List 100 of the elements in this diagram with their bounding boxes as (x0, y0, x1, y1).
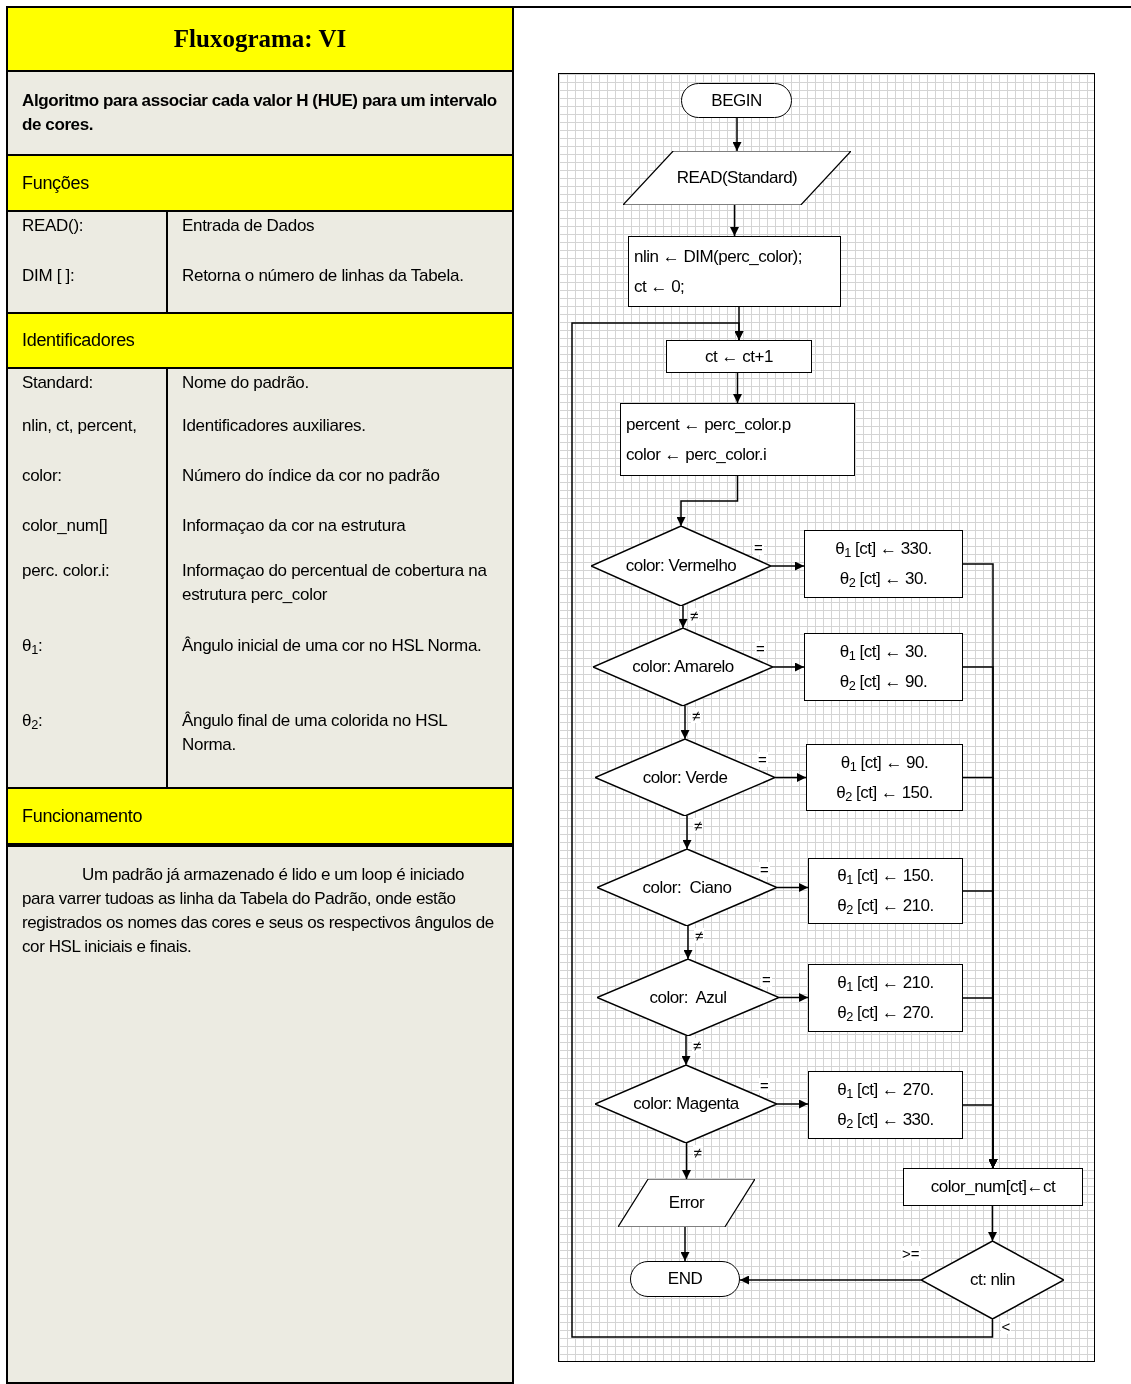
node-text: θ$_{1}$ [ct] ← 150. (837, 865, 934, 890)
edge-label: = (753, 540, 764, 555)
node-text: color ← perc_color.i (626, 443, 767, 466)
terminal-pill (681, 83, 792, 118)
definition-text: Ângulo inicial de uma cor no HSL Norma. (182, 636, 482, 655)
process-box (666, 340, 812, 373)
node-text: nlin ← DIM(perc_color); (634, 245, 802, 268)
arrow (774, 773, 807, 782)
arrow (682, 815, 692, 850)
node-text: color: Magenta (633, 1093, 739, 1115)
process-box (808, 1071, 963, 1139)
node-text: θ$_{2}$ [ct] ← 270. (837, 1002, 934, 1027)
arrow (739, 1275, 922, 1285)
section-header: Identificadores (8, 312, 512, 369)
edge-label: = (759, 1078, 770, 1093)
definition-text: Nome do padrão. (182, 373, 309, 392)
arrow (770, 561, 805, 571)
edge-label: ≠ (691, 708, 702, 723)
node-text: Error (668, 1192, 705, 1214)
edge-label: ≠ (692, 1038, 703, 1053)
node-text: READ(Standard) (676, 167, 798, 189)
decision-diamond (595, 1065, 777, 1143)
arrow (681, 1035, 691, 1066)
arrow (571, 322, 994, 1338)
input-output-parallelogram (618, 1179, 755, 1227)
edge-label: = (757, 751, 768, 767)
arrow (680, 705, 690, 740)
term-text: color_num[] (22, 516, 108, 535)
definition-text: Identificadores auxiliares. (182, 416, 366, 435)
node-text: END (667, 1268, 703, 1290)
definition-text: Informaçao da cor na estrutura (182, 516, 406, 535)
term-text: perc. color.i: (22, 561, 110, 580)
node-text: color: Amarelo (632, 656, 734, 678)
input-output-parallelogram (623, 151, 851, 205)
decision-diamond (595, 739, 775, 816)
arrow (676, 475, 739, 527)
node-text: color_num[ct]←ct (930, 1176, 1056, 1198)
process-box (806, 744, 963, 811)
arrow (730, 204, 739, 237)
node-text: BEGIN (711, 89, 762, 112)
node-text: θ$_{2}$ [ct] ← 330. (837, 1109, 934, 1134)
process-box (628, 236, 841, 307)
arrow (988, 1205, 997, 1242)
edge-label: ≠ (692, 1145, 703, 1160)
section-header: Funções (8, 154, 512, 212)
definition-text: Informaçao do percentual de cobertura na estrutura perc_color (182, 561, 487, 604)
node-text: ct ← ct+1 (705, 345, 773, 368)
decision-diamond (591, 526, 771, 606)
process-box (808, 964, 963, 1032)
term-text: Standard: (22, 373, 94, 392)
node-text: color: Vermelho (625, 555, 737, 577)
arrow (683, 925, 693, 960)
node-text: θ$_{1}$ [ct] ← 90. (840, 751, 929, 776)
body-paragraph: Um padrão já armazenado é lido e um loop é iniciado para varrer tudoas as linha da Tabela do Padrão, onde estão registrados os nomes das cores e seus os respectivos ângulos de cor HSL iniciais e finais. (22, 864, 495, 958)
decision-diamond (597, 849, 777, 926)
process-box (903, 1168, 1083, 1206)
arrow (733, 372, 742, 404)
edge-label: = (755, 641, 766, 656)
arrow (772, 662, 805, 672)
node-text: θ$_{2}$ [ct] ← 150. (836, 781, 933, 806)
node-text: θ$_{1}$ [ct] ← 210. (837, 972, 934, 997)
definition-text: Entrada de Dados (182, 216, 315, 235)
terminal-pill (630, 1261, 740, 1297)
process-box (620, 403, 855, 476)
definition-text: Ângulo final de uma colorida no HSL Norma. (182, 711, 447, 754)
decision-diamond (597, 959, 779, 1036)
node-text: percent ← perc_color.p (626, 413, 791, 436)
edge-label: ≠ (694, 928, 705, 943)
process-box (808, 858, 963, 924)
node-text: θ$_{2}$ [ct] ← 90. (839, 671, 928, 696)
definition-text: Retorna o número de linhas da Tabela. (182, 266, 464, 285)
arrow (732, 117, 742, 152)
arrow (776, 1099, 809, 1109)
definition-text: Número do índice da cor no padrão (182, 466, 440, 485)
term-text: nlin, ct, percent, (22, 416, 137, 435)
decision-diamond (921, 1241, 1064, 1319)
arrow (680, 1226, 690, 1262)
edge-label: < (1000, 1319, 1012, 1334)
node-text: θ$_{1}$ [ct] ← 270. (837, 1079, 934, 1104)
process-box (804, 530, 963, 598)
arrow (962, 1104, 998, 1169)
process-box (804, 633, 963, 701)
term-text: DIM [ ]: (22, 266, 75, 285)
arrow (678, 605, 688, 629)
node-text: color: Verde (642, 766, 728, 789)
node-text: ct ← 0; (634, 275, 685, 298)
node-text: θ$_{2}$ [ct] ← 30. (839, 568, 928, 593)
node-text: color: Ciano (642, 876, 732, 899)
edge-label: ≠ (689, 608, 700, 623)
description-text: Algoritmo para associar cada valor H (HUE) para um intervalo de cores. (22, 90, 498, 136)
section-header: Funcionamento (8, 787, 512, 845)
arrow (682, 1142, 691, 1180)
node-text: color: Azul (649, 986, 727, 1009)
node-text: θ$_{1}$ [ct] ← 330. (835, 538, 932, 563)
term-text: color: (22, 466, 62, 485)
edge-label: = (761, 971, 772, 987)
term-text: READ(): (22, 216, 84, 235)
edge-label: ≠ (693, 818, 704, 833)
node-text: ct: nlin (969, 1269, 1016, 1291)
term-text: θ$_{2}$: (22, 711, 43, 730)
